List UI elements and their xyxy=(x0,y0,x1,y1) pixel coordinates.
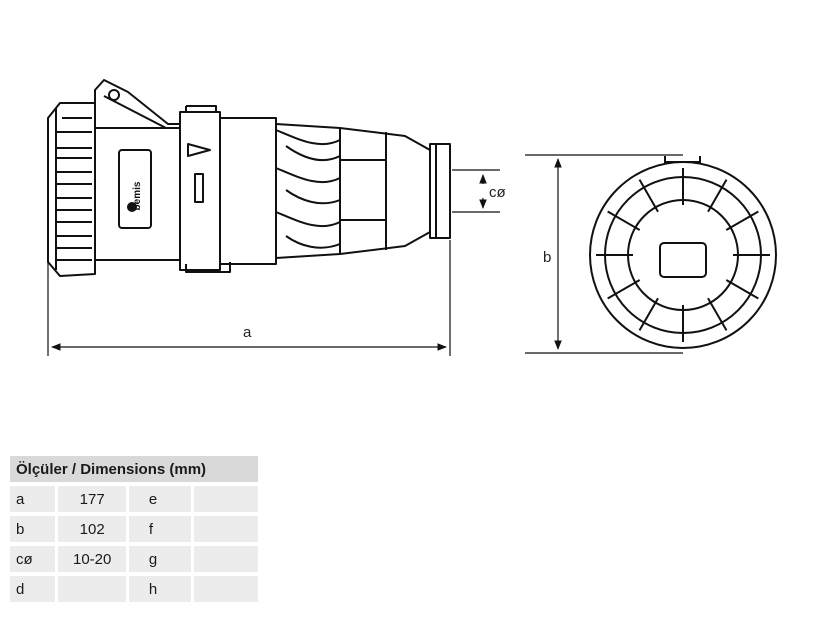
dimensions-table: Ölçüler / Dimensions (mm) a 177 e b 102 … xyxy=(10,452,258,606)
row-key: h xyxy=(125,576,191,602)
table-row: a 177 e xyxy=(10,486,258,512)
table-header: Ölçüler / Dimensions (mm) xyxy=(10,456,258,482)
row-value xyxy=(190,576,258,602)
sleeve xyxy=(220,117,277,265)
side-view xyxy=(47,79,451,277)
table-row: b 102 f xyxy=(10,516,258,542)
table-header-row: Ölçüler / Dimensions (mm) xyxy=(10,456,258,482)
row-key: a xyxy=(10,486,56,512)
dimension-a xyxy=(47,240,451,356)
dimension-c-label: cø xyxy=(489,184,506,201)
row-key: g xyxy=(125,546,191,572)
row-value: 177 xyxy=(55,486,126,512)
cable-gland xyxy=(275,123,451,259)
technical-drawing: bemis cø a xyxy=(47,79,777,356)
collar xyxy=(179,105,231,273)
row-key: b xyxy=(10,516,56,542)
row-key: cø xyxy=(10,546,56,572)
row-value xyxy=(55,576,126,602)
front-ribs xyxy=(596,168,770,342)
row-key: d xyxy=(10,576,56,602)
table-row: cø 10-20 g xyxy=(10,546,258,572)
row-value xyxy=(190,486,258,512)
row-key: e xyxy=(125,486,191,512)
table-row: d h xyxy=(10,576,258,602)
row-value: 10-20 xyxy=(55,546,126,572)
row-value xyxy=(190,516,258,542)
brand-logo: bemis xyxy=(127,181,143,212)
front-view xyxy=(589,156,777,349)
dimension-b-label: b xyxy=(543,249,551,266)
brand-logo-text: bemis xyxy=(132,181,143,210)
hinge-lid xyxy=(94,79,180,129)
row-value xyxy=(190,546,258,572)
dimension-c xyxy=(452,169,500,213)
dimension-a-label: a xyxy=(243,324,252,341)
row-value: 102 xyxy=(55,516,126,542)
row-key: f xyxy=(125,516,191,542)
dimension-b xyxy=(525,154,683,354)
front-ring xyxy=(47,102,96,277)
